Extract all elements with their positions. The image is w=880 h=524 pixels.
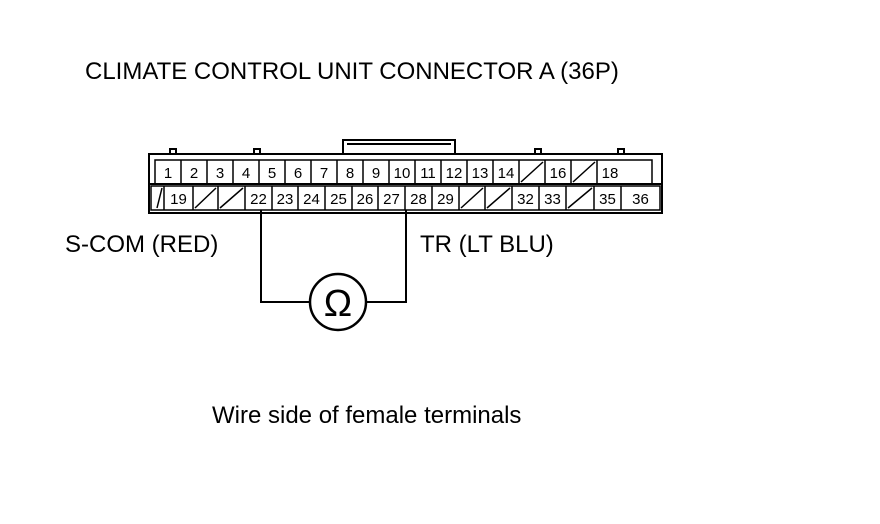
top-row-cavity: 12: [440, 160, 463, 184]
probe-label-left: S-COM (RED): [65, 231, 218, 258]
bottom-row-cavity: [458, 186, 484, 210]
bottom-row-cavity: 32: [511, 186, 534, 210]
terminal-number: 1: [164, 165, 172, 182]
terminal-number: 22: [250, 191, 267, 208]
terminal-number: 6: [294, 165, 302, 182]
top-row-cavity: 1: [164, 165, 172, 182]
bottom-row-cavity: [484, 186, 511, 210]
terminal-number: 29: [437, 191, 454, 208]
terminal-number: 8: [346, 165, 354, 182]
top-row-cavity: 14: [492, 160, 515, 184]
terminal-number: 27: [383, 191, 400, 208]
bottom-row-cavity: 27: [377, 186, 400, 210]
top-row-cavity: [518, 160, 544, 184]
ohmmeter-icon: Ω: [308, 272, 368, 332]
terminal-number: 36: [632, 191, 649, 208]
top-row-cavity: 18: [596, 160, 619, 184]
top-row-cavity: 2: [180, 160, 198, 184]
bottom-row-cavity: 19: [163, 186, 187, 210]
top-row-cavity: 9: [362, 160, 380, 184]
terminal-number: 33: [544, 191, 561, 208]
terminal-number: 18: [602, 165, 619, 182]
terminal-number: 14: [498, 165, 515, 182]
terminal-number: 16: [550, 165, 567, 182]
top-row-cavity: 7: [310, 160, 328, 184]
top-row-cavity: 16: [544, 160, 567, 184]
unused-terminal-slash: [572, 161, 596, 183]
bottom-row-cavity: 29: [431, 186, 454, 210]
unused-terminal-slash: [486, 187, 511, 209]
top-row-cavity: 6: [284, 160, 302, 184]
top-row-cavity: 10: [388, 160, 411, 184]
test-lead-left: [260, 210, 310, 303]
bottom-row-cavity: 26: [351, 186, 374, 210]
terminal-number: 32: [517, 191, 534, 208]
bottom-row-cavity: 35: [593, 186, 616, 210]
terminal-number: 24: [303, 191, 320, 208]
terminal-number: 3: [216, 165, 224, 182]
bottom-row-cavity: 28: [404, 186, 427, 210]
bottom-row-cavity: 23: [271, 186, 294, 210]
terminal-number: 12: [446, 165, 463, 182]
top-row-cavity: [570, 160, 596, 184]
terminal-number: 19: [170, 191, 187, 208]
terminal-number: 5: [268, 165, 276, 182]
bottom-row-cavity: 25: [324, 186, 347, 210]
terminal-number: 23: [277, 191, 294, 208]
terminal-number: 26: [357, 191, 374, 208]
bottom-row-cavity: 36: [620, 186, 649, 210]
top-row-cavity: 13: [466, 160, 489, 184]
diagram-caption: Wire side of female terminals: [212, 402, 521, 429]
terminal-number: 28: [410, 191, 427, 208]
terminal-number: 13: [472, 165, 489, 182]
terminal-number: 11: [420, 165, 436, 182]
terminal-number: 9: [372, 165, 380, 182]
probe-label-right: TR (LT BLU): [420, 231, 554, 258]
top-row-cavity: 8: [336, 160, 354, 184]
bottom-row-cavity: [156, 187, 163, 209]
bottom-row-cavity: 22: [244, 186, 267, 210]
bottom-row-cavity: 24: [297, 186, 320, 210]
terminal-number: 2: [190, 165, 198, 182]
top-row-cavity: 3: [206, 160, 224, 184]
unused-terminal-slash: [156, 187, 163, 209]
test-lead-right: [367, 210, 407, 303]
unused-terminal-slash: [460, 187, 484, 209]
unused-terminal-slash: [219, 187, 244, 209]
terminal-number: 10: [394, 165, 411, 182]
connector-bottom-row: 19 22 23 24 25 26 27 28 29 32 33 35 36: [156, 186, 649, 210]
ohm-symbol: Ω: [324, 283, 352, 325]
top-row-cavity: 4: [232, 160, 250, 184]
diagram-title: CLIMATE CONTROL UNIT CONNECTOR A (36P): [85, 58, 619, 85]
terminal-number: 35: [599, 191, 616, 208]
unused-terminal-slash: [194, 187, 217, 209]
unused-terminal-slash: [520, 161, 544, 183]
unused-terminal-slash: [567, 187, 593, 209]
bottom-row-cavity: 33: [538, 186, 561, 210]
terminal-number: 25: [330, 191, 347, 208]
bottom-row-cavity: [217, 186, 244, 210]
bottom-row-cavity: [565, 186, 593, 210]
bottom-row-cavity: [192, 186, 217, 210]
terminal-number: 7: [320, 165, 328, 182]
top-row-cavity: 5: [258, 160, 276, 184]
terminal-number: 4: [242, 165, 250, 182]
top-row-cavity: 11: [414, 160, 436, 184]
